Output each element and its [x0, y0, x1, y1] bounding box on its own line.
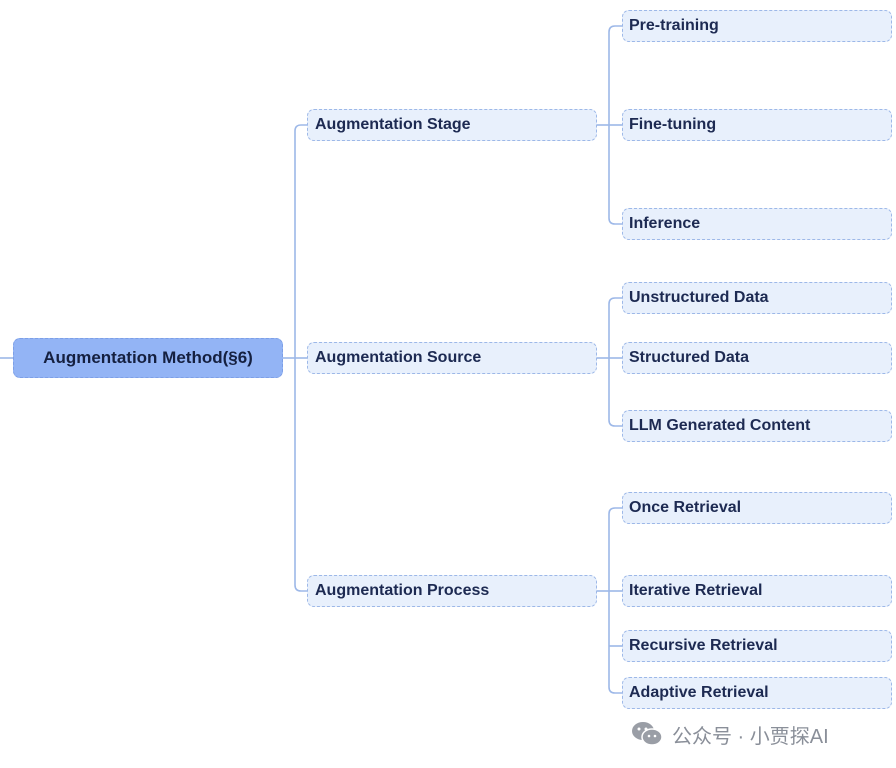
leaf-label: Pre-training [629, 17, 719, 34]
root-label: Augmentation Method(§6) [43, 348, 253, 367]
leaf-label: Recursive Retrieval [629, 637, 778, 654]
leaf-label: LLM Generated Content [629, 417, 811, 434]
branch-label: Augmentation Process [315, 582, 490, 599]
leaf-label: Structured Data [629, 349, 750, 366]
leaf-node-llm-generated-content: LLM Generated Content [622, 410, 892, 442]
leaf-trunk-line [608, 297, 622, 427]
leaf-node-once-retrieval: Once Retrieval [622, 492, 892, 524]
leaf-node-structured-data: Structured Data [622, 342, 892, 374]
leaf-label: Iterative Retrieval [629, 582, 763, 599]
leaf-label: Once Retrieval [629, 499, 742, 516]
watermark-text: 公众号 · 小贾探AI [672, 725, 829, 748]
wechat-icon [632, 722, 663, 746]
leaf-node-recursive-retrieval: Recursive Retrieval [622, 630, 892, 662]
leaf-node-pre-training: Pre-training [622, 10, 892, 42]
leaf-trunk-line [608, 507, 622, 694]
branch-node-process: Augmentation Process [307, 575, 597, 607]
leaf-node-inference: Inference [622, 208, 892, 240]
leaf-node-unstructured-data: Unstructured Data [622, 282, 892, 314]
branch-node-stage: Augmentation Stage [307, 109, 597, 141]
leaf-label: Adaptive Retrieval [629, 684, 769, 701]
leaf-label: Unstructured Data [629, 289, 769, 306]
branch-node-source: Augmentation Source [307, 342, 597, 374]
branch-label: Augmentation Stage [315, 116, 471, 133]
watermark: 公众号 · 小贾探AI [630, 720, 829, 748]
branch-label: Augmentation Source [315, 349, 482, 366]
leaf-node-adaptive-retrieval: Adaptive Retrieval [622, 677, 892, 709]
leaf-label: Inference [629, 215, 701, 232]
leaf-label: Fine-tuning [629, 116, 717, 133]
leaf-node-iterative-retrieval: Iterative Retrieval [622, 575, 892, 607]
leaf-node-fine-tuning: Fine-tuning [622, 109, 892, 141]
root-node: Augmentation Method(§6) [13, 338, 283, 378]
